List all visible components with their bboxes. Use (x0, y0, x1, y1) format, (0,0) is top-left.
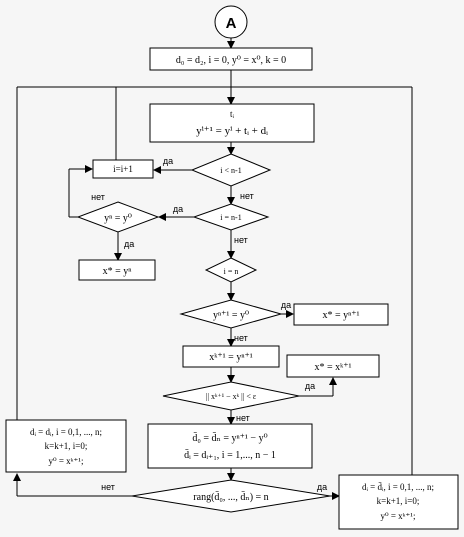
decision-i-eq-n-text: i = n (224, 267, 239, 276)
decision-yn1-y0-text: yⁿ⁺¹ = y⁰ (213, 310, 249, 321)
decision-yn1-y0: yⁿ⁺¹ = y⁰ (179, 299, 283, 329)
left-box-line3: y⁰ = xᵏ⁺¹; (49, 456, 84, 466)
decision-i-eq-n: i = n (204, 257, 258, 283)
right-box-line2: k=k+1, i=0; (377, 496, 420, 506)
decision-i-lt-n1-text: i < n-1 (220, 166, 241, 175)
assign-xstar-yn1-box: x* = yⁿ⁺¹ (293, 303, 389, 326)
connector-label: A (226, 15, 237, 32)
label-yes: да (124, 239, 134, 249)
label-yes-caps: да (317, 482, 327, 492)
decision-rang-text: rang(d̄₀, ..., d̄ₙ) = n (193, 491, 268, 503)
decision-yn-y0-text: yⁿ = y⁰ (104, 213, 132, 224)
left-box-line2: k=k+1, i=0; (45, 441, 88, 451)
assign-xstar-yn-text: x* = yⁿ (103, 266, 132, 277)
assign-xstar-yn1-text: x* = yⁿ⁺¹ (322, 310, 359, 321)
right-box-line3: y⁰ = xᵏ⁺¹; (381, 511, 416, 521)
left-restart-box: dᵢ = dᵢ, i = 0,1, ..., n; k=k+1, i=0; y⁰… (5, 419, 127, 473)
step-top-text: tᵢ (230, 109, 235, 119)
label-no: нет (234, 235, 248, 245)
decision-i-eq-n1-text: i = n-1 (220, 213, 241, 222)
update-d-box: d̄₀ = d̄ₙ = yⁿ⁺¹ − y⁰ d̄ᵢ = dᵢ₊₁, i = 1,… (147, 423, 313, 469)
init-text: d₀ = d₂, i = 0, y⁰ = x⁰, k = 0 (176, 55, 286, 66)
right-restart-box: dᵢ = d̄ᵢ, i = 0,1, ..., n; k=k+1, i=0; y… (338, 474, 459, 530)
connector-a: A (214, 5, 248, 39)
decision-norm-text: || xᵏ⁺¹ − xᵏ || < ε (206, 392, 257, 401)
right-box-line1: dᵢ = d̄ᵢ, i = 0,1, ..., n; (362, 482, 434, 492)
incr-box: i=i+1 (92, 159, 154, 179)
label-no: нет (240, 191, 254, 201)
label-no: нет (91, 192, 105, 202)
decision-yn-y0: yⁿ = y⁰ (76, 201, 160, 233)
assign-xstar-xk1-box: x* = xᵏ⁺¹ (286, 354, 380, 378)
assign-xstar-xk1-text: x* = xᵏ⁺¹ (314, 362, 351, 373)
incr-text: i=i+1 (113, 164, 133, 174)
update-line2: d̄ᵢ = dᵢ₊₁, i = 1,..., n − 1 (184, 449, 276, 461)
label-no: нет (236, 413, 250, 423)
decision-i-eq-n1: i = n-1 (192, 203, 270, 231)
decision-i-lt-n1: i < n-1 (190, 153, 272, 187)
decision-norm: || xᵏ⁺¹ − xᵏ || < ε (162, 381, 300, 411)
left-box-line1: dᵢ = dᵢ, i = 0,1, ..., n; (30, 427, 102, 437)
label-no: нет (234, 333, 248, 343)
step-box: tᵢ yⁱ⁺¹ = yⁱ + tᵢ + dᵢ (149, 103, 315, 143)
step-formula-text: yⁱ⁺¹ = yⁱ + tᵢ + dᵢ (196, 125, 268, 137)
label-yes: да (163, 156, 173, 166)
init-box: d₀ = d₂, i = 0, y⁰ = x⁰, k = 0 (149, 47, 313, 71)
label-no-caps: нет (101, 482, 115, 492)
assign-xstar-yn-box: x* = yⁿ (78, 259, 156, 281)
assign-xk1-box: xᵏ⁺¹ = yⁿ⁺¹ (182, 345, 280, 368)
label-yes: да (173, 204, 183, 214)
label-yes: да (281, 300, 291, 310)
label-yes: да (305, 381, 315, 391)
decision-rang: rang(d̄₀, ..., d̄ₙ) = n (131, 479, 331, 513)
assign-xk1-text: xᵏ⁺¹ = yⁿ⁺¹ (209, 352, 253, 363)
update-line1: d̄₀ = d̄ₙ = yⁿ⁺¹ − y⁰ (192, 432, 267, 444)
